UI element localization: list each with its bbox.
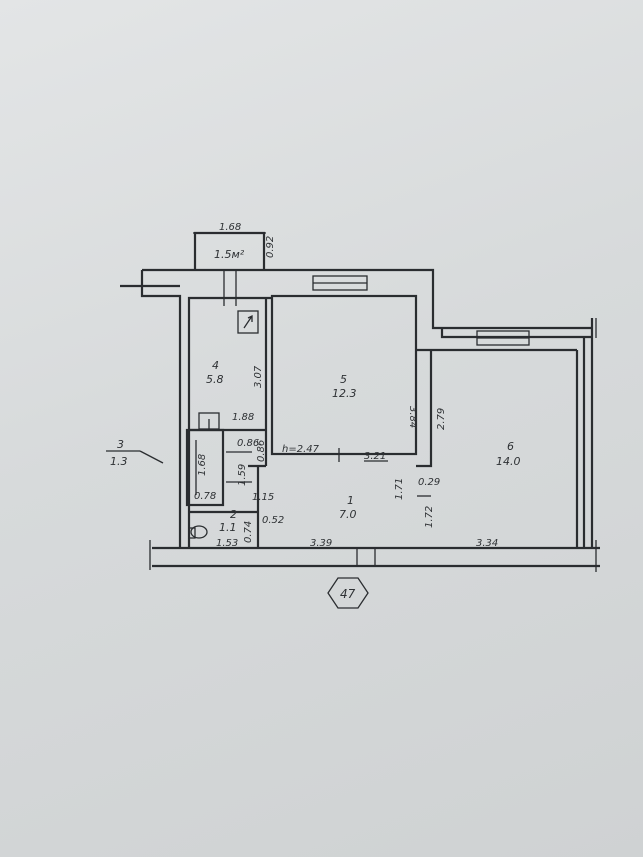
room-3-leader xyxy=(139,450,164,464)
dim-3-34: 3.34 xyxy=(476,538,498,549)
dim-1-71: 1.71 xyxy=(394,478,405,500)
height-label: h=2.47 xyxy=(282,444,320,455)
room-4-number: 4 xyxy=(212,359,219,372)
dim-3-39: 3.39 xyxy=(310,538,332,549)
room-6-number: 6 xyxy=(507,440,514,453)
room-3-area: 1.3 xyxy=(110,455,128,468)
room-1-number: 1 xyxy=(347,494,354,507)
dim-3-21: 3.21 xyxy=(364,451,386,462)
windows xyxy=(312,275,530,346)
room-5-number: 5 xyxy=(340,373,347,386)
doors xyxy=(226,448,431,566)
dim-1-15: 1.15 xyxy=(252,492,274,503)
dim-0-52: 0.52 xyxy=(262,515,284,526)
building-tag-label: 47 xyxy=(340,587,356,601)
dim-1-88: 1.88 xyxy=(232,412,254,423)
dimension-labels: 3.07 3.84 2.79 1.88 0.86 0.86 1.68 1.59 … xyxy=(194,365,498,549)
dim-3-07: 3.07 xyxy=(253,365,264,388)
balcony-area-label: 1.5м² xyxy=(214,248,245,261)
balcony-width-label: 1.68 xyxy=(219,222,241,233)
dim-0-86-top: 0.86 xyxy=(237,438,259,449)
dim-0-29: 0.29 xyxy=(418,477,440,488)
dim-2-79: 2.79 xyxy=(436,408,447,430)
room-1-area: 7.0 xyxy=(339,508,357,521)
room-3-walls xyxy=(185,428,225,507)
dim-0-74: 0.74 xyxy=(243,521,254,543)
kitchen-stove xyxy=(198,412,220,430)
dim-1-53: 1.53 xyxy=(216,538,238,549)
balcony xyxy=(193,231,266,306)
building-tag: 47 xyxy=(327,577,369,609)
room-6-area: 14.0 xyxy=(496,455,521,468)
room-5-walls xyxy=(270,294,418,456)
room-2-number: 2 xyxy=(230,508,237,521)
exterior-walls xyxy=(120,268,600,572)
interior-walls xyxy=(185,294,579,548)
dim-1-72: 1.72 xyxy=(424,506,435,528)
dim-3-84: 3.84 xyxy=(407,406,418,428)
dim-1-59: 1.59 xyxy=(237,464,248,486)
electric-panel xyxy=(237,310,259,334)
dim-1-68: 1.68 xyxy=(197,454,208,476)
balcony-depth-label: 0.92 xyxy=(265,236,276,258)
room-4-area: 5.8 xyxy=(206,373,224,386)
room-labels: 4 5.8 5 12.3 6 14.0 1 7.0 2 1.1 3 1.3 xyxy=(110,359,521,534)
room-5-area: 12.3 xyxy=(332,387,357,400)
room-3-number: 3 xyxy=(117,438,124,451)
toilet xyxy=(188,525,208,539)
dim-0-86-side: 0.86 xyxy=(256,440,267,462)
room-2-area: 1.1 xyxy=(219,521,237,534)
dim-0-78: 0.78 xyxy=(194,491,216,502)
